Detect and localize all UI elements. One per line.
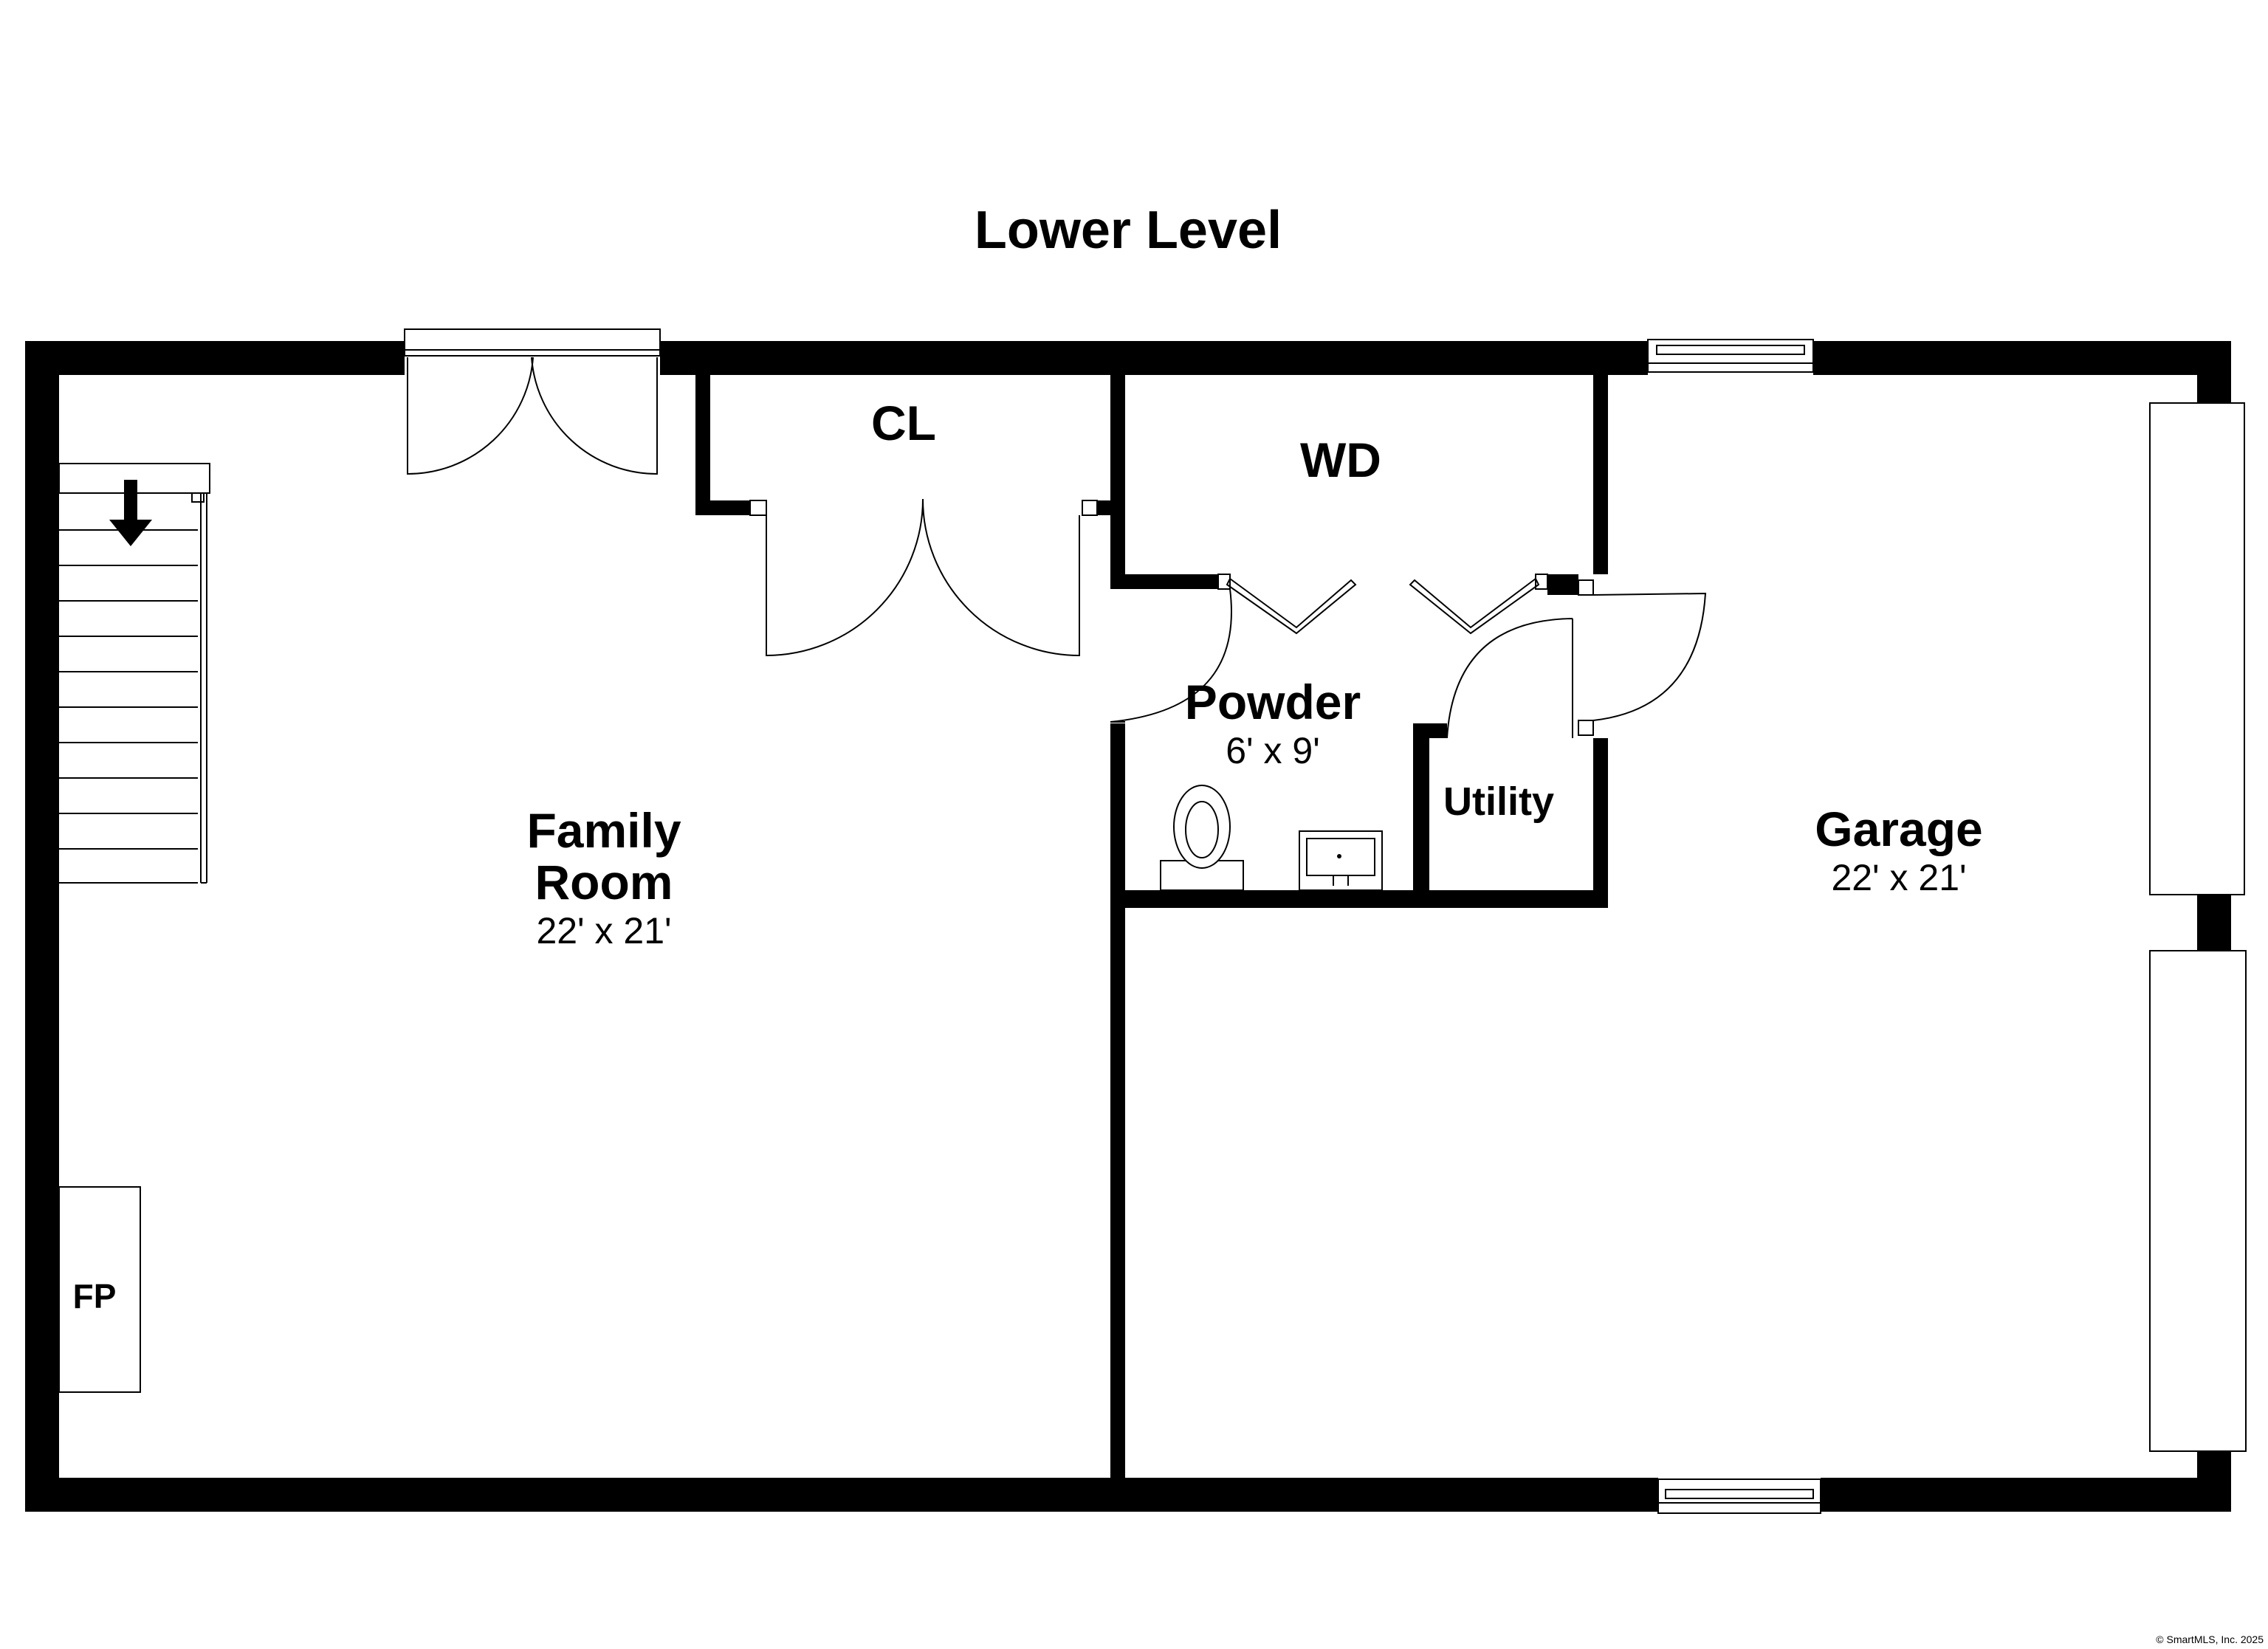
fireplace-label: FP	[73, 1277, 117, 1315]
powder-dims: 6' x 9'	[1226, 730, 1320, 771]
sink	[1299, 830, 1383, 891]
garage-overhead-doors	[2149, 402, 2247, 1452]
toilet	[1160, 785, 1244, 891]
family-room-name-line2: Room	[535, 855, 673, 909]
laundry-name: WD	[1300, 433, 1381, 487]
closet-double-door	[766, 498, 1080, 657]
closet-name: CL	[871, 396, 936, 450]
floor-title: Lower Level	[975, 201, 1282, 260]
family-room-name-line1: Family	[526, 803, 681, 858]
utility-name: Utility	[1443, 779, 1554, 824]
garage-dims: 22' x 21'	[1831, 857, 1966, 898]
laundry-bifold-doors	[1226, 577, 1540, 635]
window-top-right	[1647, 339, 1814, 373]
utility-door	[1446, 618, 1573, 739]
door-jambs	[191, 491, 1594, 736]
stairs-down-arrow-icon	[109, 480, 152, 546]
exterior-walls	[25, 341, 2231, 1512]
garage-name: Garage	[1815, 802, 1982, 856]
family-room-dims: 22' x 21'	[536, 910, 671, 951]
powder-door	[1110, 588, 1232, 723]
garage-door-swing	[1592, 592, 1707, 721]
window-bottom	[1657, 1478, 1821, 1514]
copyright-text: © SmartMLS, Inc. 2025	[2156, 1633, 2264, 1645]
powder-name: Powder	[1185, 675, 1361, 729]
entry-double-door	[404, 328, 661, 475]
fireplace	[58, 1186, 141, 1393]
interior-walls	[695, 375, 1608, 1479]
